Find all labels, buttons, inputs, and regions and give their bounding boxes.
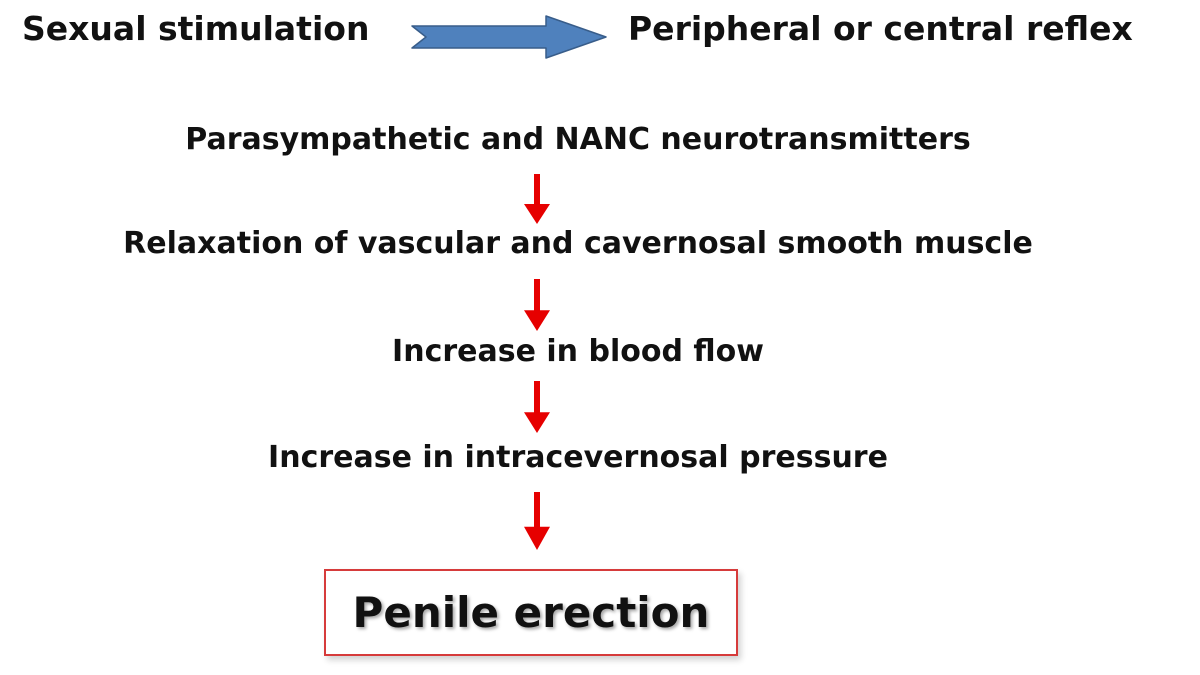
down-arrow-icon [524, 174, 550, 224]
step-blood-flow: Increase in blood flow [392, 334, 764, 369]
result-label: Penile erection [352, 587, 710, 637]
down-arrow-icon [524, 279, 550, 331]
result-box: Penile erection [324, 569, 738, 656]
down-arrow-icon [524, 381, 550, 433]
step-neurotransmitters: Parasympathetic and NANC neurotransmitte… [185, 122, 971, 157]
step-muscle-relaxation: Relaxation of vascular and cavernosal sm… [123, 226, 1033, 261]
reflex-label: Peripheral or central reflex [628, 9, 1133, 48]
right-arrow-icon [411, 15, 607, 59]
step-pressure: Increase in intracevernosal pressure [268, 440, 888, 475]
stimulus-label: Sexual stimulation [22, 9, 370, 48]
down-arrow-icon [524, 492, 550, 550]
